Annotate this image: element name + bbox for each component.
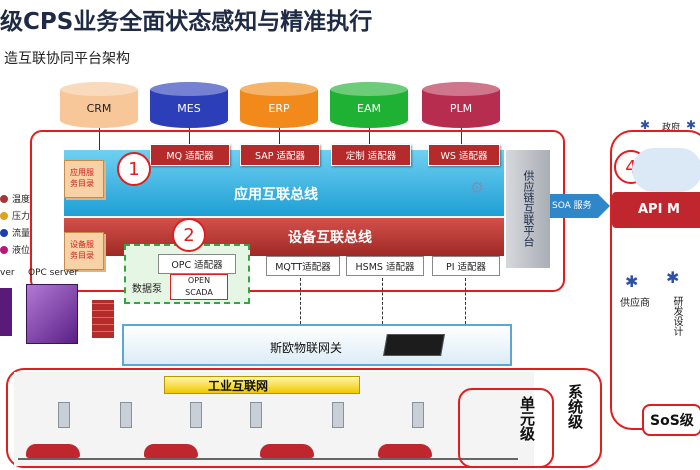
device-bus-label: 设备互联总线 [288, 230, 372, 246]
iiot-bar [164, 376, 360, 394]
mq-adapter: MQ 适配器 [150, 144, 230, 166]
app-service-catalog-line2: 务目录 [70, 179, 94, 188]
erp-label: ERP [268, 101, 290, 115]
device-service-catalog-line1: 设备服 [70, 240, 94, 249]
cloud-icon [632, 148, 700, 192]
sos-level-frame [610, 130, 700, 430]
app-service-catalog: 应用服 务目录 [64, 160, 104, 198]
marker-2: 2 [172, 218, 206, 252]
mes-label: MES [177, 101, 201, 115]
connector-line [382, 278, 383, 324]
opc-server-label: OPC server [28, 268, 79, 278]
car-icon [26, 444, 80, 458]
open-scada-line2: SCADA [185, 288, 213, 297]
sensor-label: 压力 [12, 212, 31, 222]
supply-chain-platform-label: 供应链互联平台 [522, 170, 535, 247]
rnd-icon: ✱ [666, 268, 680, 287]
gateway-bar [122, 324, 512, 366]
custom-adapter: 定制 适配器 [331, 144, 411, 166]
system-level-frame [6, 368, 602, 468]
sap-adapter: SAP 适配器 [240, 144, 320, 166]
gateway-device [383, 334, 445, 356]
data-pump-label: 数据泵 [132, 284, 162, 295]
open-scada-line1: OPEN [187, 276, 211, 285]
plm-label: PLM [449, 101, 473, 115]
supplier-icon: ✱ [625, 272, 639, 291]
car-icon [378, 444, 432, 458]
gov-label: 政府 [662, 123, 681, 133]
page-subtitle: 造互联协同平台架构 [4, 51, 130, 67]
supplier-text: 供应商 [620, 298, 650, 309]
connector-line [369, 128, 370, 144]
sos-label-box [642, 404, 700, 436]
mes-database: MES [150, 82, 228, 128]
machine-icon [58, 402, 70, 428]
crm-database: CRM [60, 82, 138, 128]
server-label: ver [0, 268, 15, 278]
mqtt-adapter: MQTT适配器 [266, 256, 340, 276]
eam-database: EAM [330, 82, 408, 128]
system-level-label: 系统级 [566, 384, 584, 429]
car-icon [260, 444, 314, 458]
unit-level-label: 单元级 [518, 396, 536, 441]
sensor-label: 液位 [12, 246, 31, 256]
soa-arrow [550, 194, 610, 218]
unit-level-frame [458, 388, 554, 468]
hsms-adapter: HSMS 适配器 [346, 256, 424, 276]
machine-icon [190, 402, 202, 428]
iiot-label: 工业互联网 [208, 379, 269, 393]
gov-icon: ✱ [640, 118, 651, 132]
firewall-icon [92, 300, 114, 338]
app-bus-label: 应用互联总线 [234, 187, 318, 203]
crm-label: CRM [86, 101, 112, 115]
pi-adapter: PI 适配器 [432, 256, 500, 276]
erp-database: ERP [240, 82, 318, 128]
marker-1: 1 [117, 152, 151, 186]
machine-icon [412, 402, 424, 428]
api-manager-box [612, 192, 700, 228]
api-label: API M [638, 202, 680, 217]
ws-adapter: WS 适配器 [428, 144, 500, 166]
gear-icon: ⚙ [470, 178, 485, 197]
machine-icon [250, 402, 262, 428]
connector-line [461, 128, 462, 144]
sos-label: SoS级 [650, 413, 694, 429]
machine-icon [120, 402, 132, 428]
server-icon [26, 284, 78, 344]
plm-database: PLM [422, 82, 500, 128]
supply-chain-platform [506, 150, 550, 268]
opc-adapter: OPC 适配器 [158, 254, 236, 274]
external-icon: ✱ [686, 118, 697, 132]
machine-icon [332, 402, 344, 428]
conveyor-line [18, 458, 518, 460]
rnd-label: 研发设计 [671, 296, 682, 336]
connector-line [99, 128, 100, 150]
connector-line [300, 278, 301, 324]
gateway-label: 斯欧物联网关 [270, 341, 343, 355]
car-icon [144, 444, 198, 458]
page-title: 级CPS业务全面状态感知与精准执行 [0, 9, 373, 35]
sensor-list: 温度 压力 流量 液位 [0, 190, 40, 258]
device-service-catalog-line2: 务目录 [70, 251, 94, 260]
app-service-catalog-line1: 应用服 [70, 168, 94, 177]
supplier-label: 供应商 [620, 298, 650, 310]
server-icon [0, 288, 12, 336]
eam-label: EAM [357, 101, 381, 115]
device-service-catalog: 设备服 务目录 [64, 232, 104, 270]
sensor-label: 温度 [12, 195, 31, 205]
connector-line [465, 278, 466, 324]
sensor-label: 流量 [12, 229, 31, 239]
open-scada-box: OPEN SCADA [170, 274, 228, 300]
connector-line [189, 128, 190, 144]
soa-label: SOA 服务 [552, 201, 592, 211]
connector-line [279, 128, 280, 144]
